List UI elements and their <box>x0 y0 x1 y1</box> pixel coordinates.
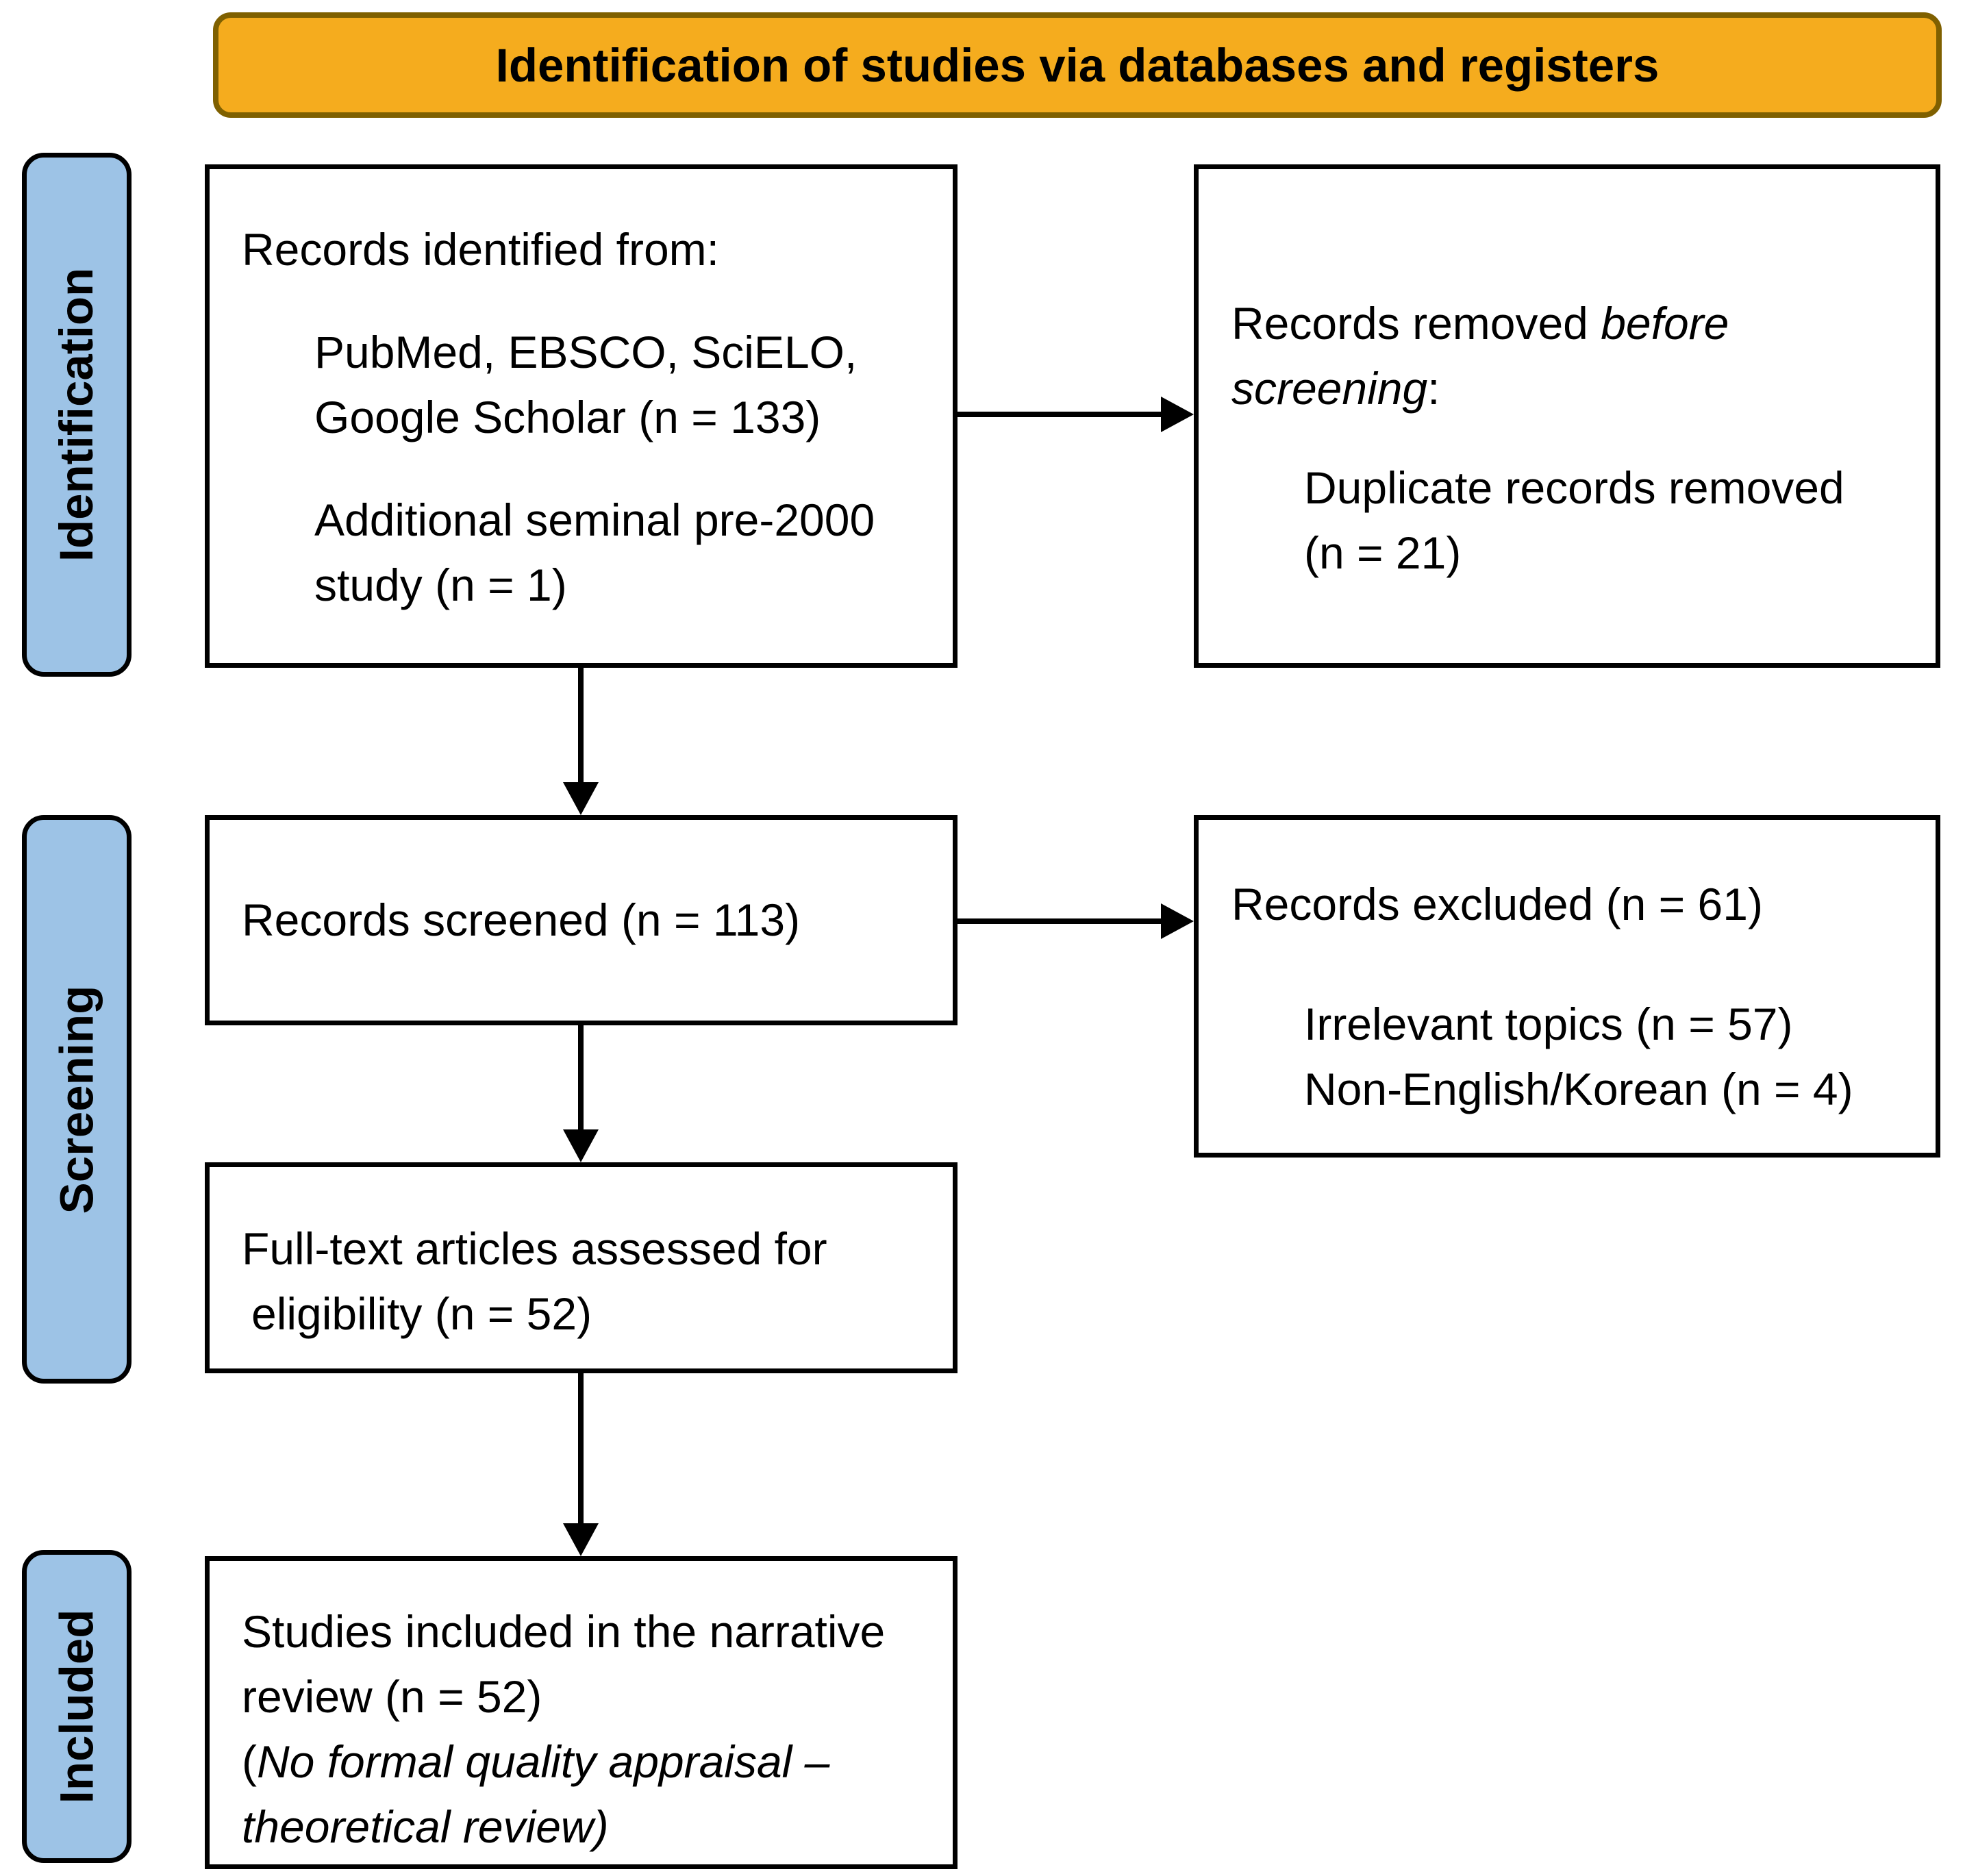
box-records-screened: Records screened (n = 113) <box>205 815 958 1025</box>
studies-included-line2: review (n = 52) <box>242 1671 542 1722</box>
records-identified-databases: PubMed, EBSCO, SciELO, Google Scholar (n… <box>314 327 858 442</box>
studies-included-line4: theoretical review) <box>242 1801 609 1852</box>
records-removed-duplicates: Duplicate records removed (n = 21) <box>1304 462 1844 578</box>
arrow-identified-to-screened-head <box>563 782 599 815</box>
banner-title-text: Identification of studies via databases … <box>495 38 1660 92</box>
fulltext-line1: Full-text articles assessed for <box>242 1223 827 1274</box>
arrow-identified-to-removed-stem <box>958 412 1163 417</box>
records-screened-text: Records screened (n = 113) <box>242 895 801 945</box>
studies-included-line1: Studies included in the narrative <box>242 1606 886 1657</box>
stage-label-included-text: Included <box>50 1609 103 1804</box>
records-removed-intro-line2: screening: <box>1231 363 1440 414</box>
stage-label-screening: Screening <box>22 815 132 1384</box>
arrow-identified-to-screened-stem <box>578 668 584 784</box>
records-excluded-reasons: Irrelevant topics (n = 57) Non-English/K… <box>1304 999 1853 1114</box>
fulltext-line2: eligibility (n = 52) <box>251 1288 592 1339</box>
arrow-identified-to-removed-head <box>1161 397 1194 432</box>
records-identified-additional: Additional seminal pre-2000 study (n = 1… <box>314 495 875 610</box>
stage-label-identification-text: Identification <box>50 267 103 562</box>
stage-label-screening-text: Screening <box>50 985 103 1214</box>
records-excluded-intro: Records excluded (n = 61) <box>1231 879 1763 929</box>
records-removed-intro-line1: Records removed before <box>1231 298 1729 349</box>
box-records-identified: Records identified from: PubMed, EBSCO, … <box>205 164 958 668</box>
box-studies-included: Studies included in the narrative review… <box>205 1556 958 1869</box>
box-records-removed: Records removed before screening: Duplic… <box>1194 164 1940 668</box>
box-records-excluded: Records excluded (n = 61) Irrelevant top… <box>1194 815 1940 1158</box>
arrow-screened-to-excluded-stem <box>958 918 1163 924</box>
arrow-screened-to-excluded-head <box>1161 903 1194 939</box>
arrow-screened-to-fulltext-head <box>563 1129 599 1162</box>
stage-label-identification: Identification <box>22 153 132 677</box>
stage-label-included: Included <box>22 1550 132 1863</box>
banner-title: Identification of studies via databases … <box>213 12 1942 118</box>
studies-included-line3: (No formal quality appraisal – <box>242 1736 830 1787</box>
records-identified-intro: Records identified from: <box>242 224 719 275</box>
arrow-fulltext-to-included-stem <box>578 1373 584 1525</box>
arrow-fulltext-to-included-head <box>563 1523 599 1556</box>
box-fulltext-assessed: Full-text articles assessed for eligibil… <box>205 1162 958 1373</box>
arrow-screened-to-fulltext-stem <box>578 1025 584 1131</box>
